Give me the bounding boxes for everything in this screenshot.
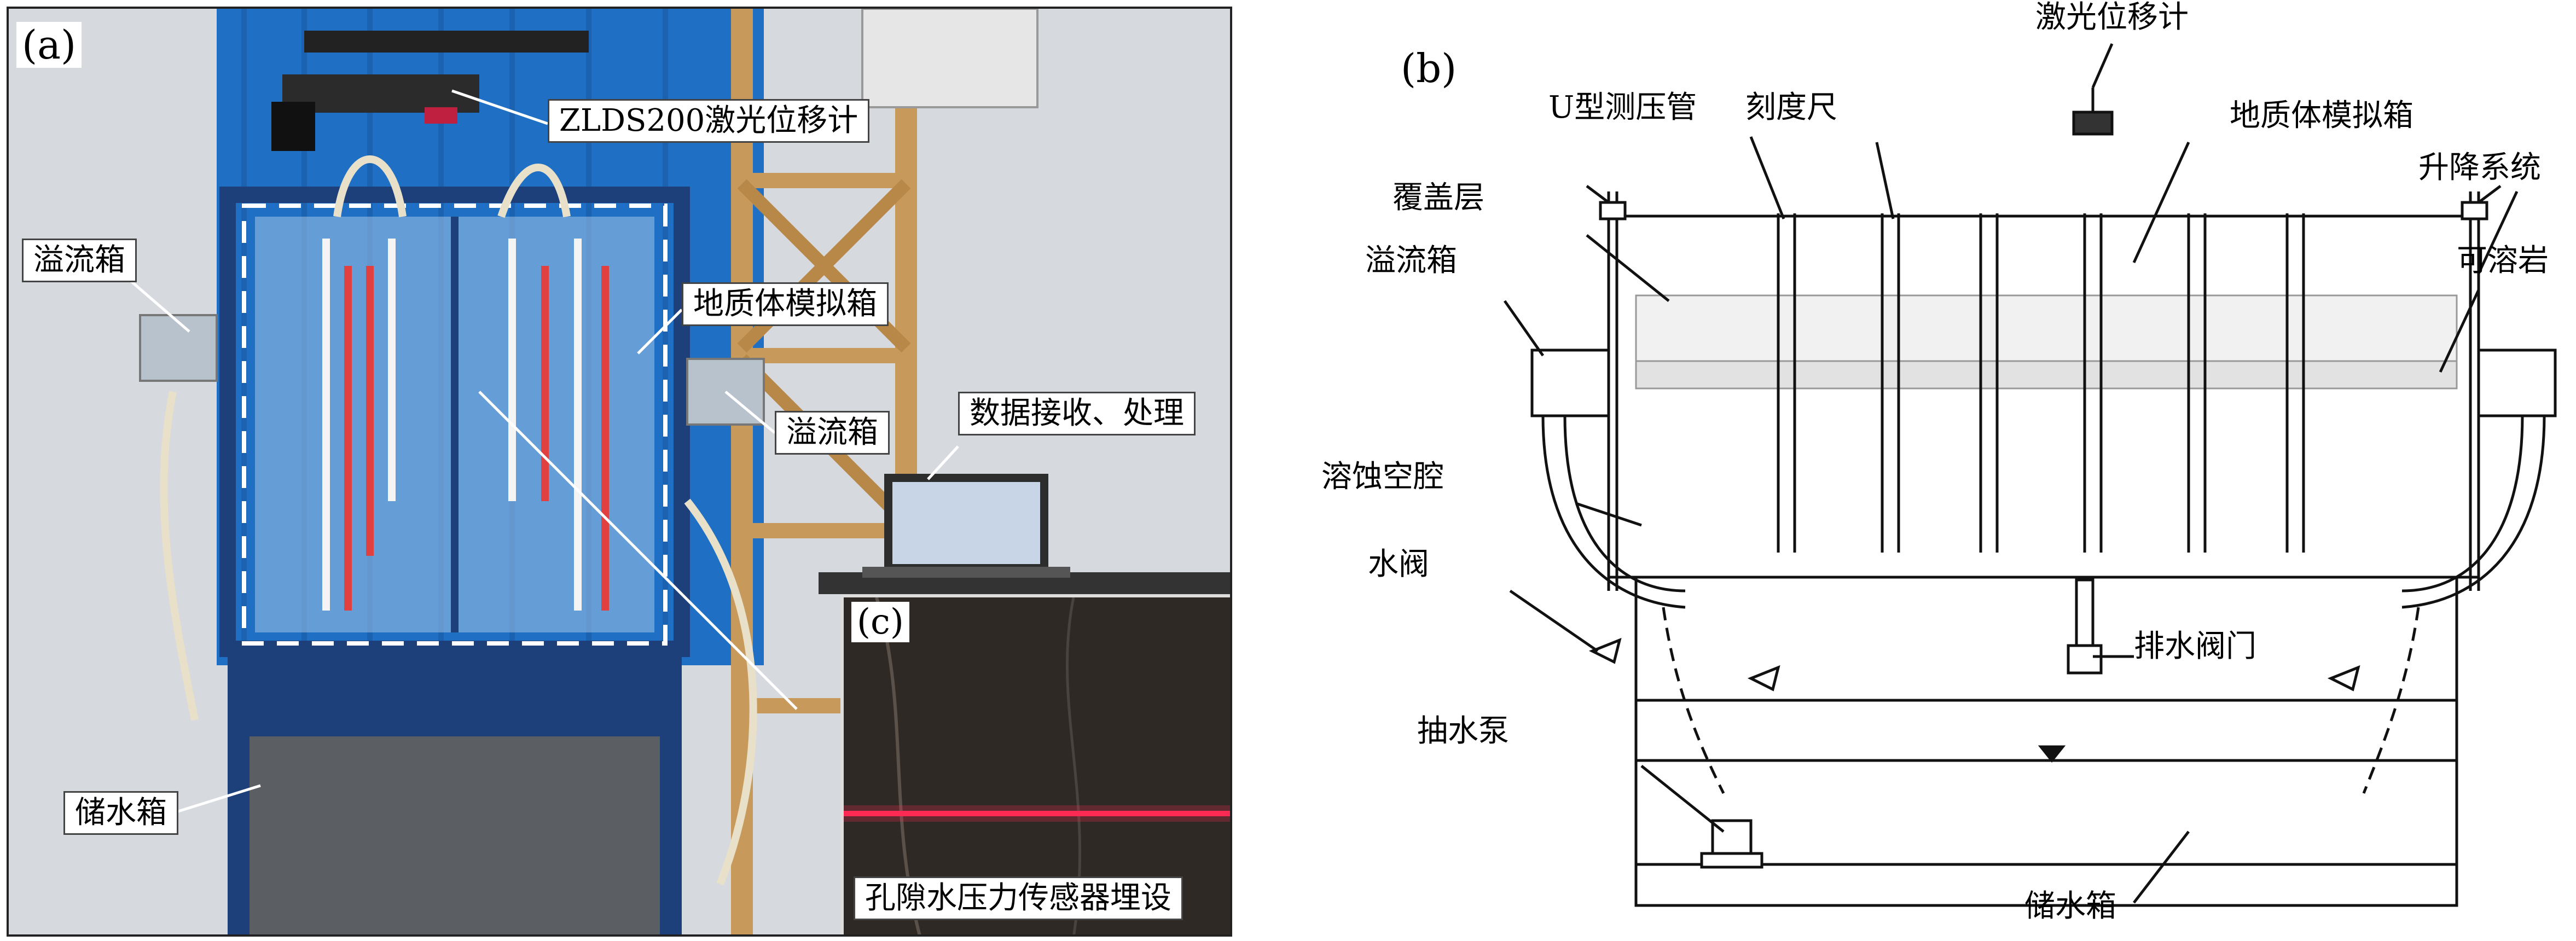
callout-laser: ZLDS200激光位移计 [548, 99, 870, 143]
inset-caption: 孔隙水压力传感器埋设 [854, 876, 1183, 920]
label-cavity: 溶蚀空腔 [1321, 459, 1444, 495]
schematic-panel-b: (b) 激光位移计 U型测压管 刻度尺 地质体模拟箱 覆盖层 升降系统 溢流箱 … [1258, 0, 2576, 939]
geo-simulation-box [1607, 214, 2480, 579]
label-valve: 水阀 [1368, 547, 1429, 582]
label-geo-box: 地质体模拟箱 [2230, 98, 2413, 133]
u-tube-set [1777, 213, 2305, 553]
panel-b-label: (b) [1401, 45, 1457, 91]
label-soluble: 可溶岩 [2457, 243, 2549, 278]
soluble-rock-layer [1635, 360, 2458, 390]
stand-frame [1634, 576, 2458, 907]
reservoir-tank [250, 736, 660, 934]
label-u-tube: U型测压管 [1548, 90, 1697, 125]
u-tubes [322, 239, 609, 611]
label-cover: 覆盖层 [1393, 180, 1484, 216]
overflow-box-right [2477, 348, 2557, 417]
label-scale: 刻度尺 [1745, 90, 1837, 125]
label-pump: 抽水泵 [1417, 713, 1509, 749]
inset-label: (c) [851, 602, 909, 642]
panel-a-label: (a) [16, 22, 82, 68]
callout-geo-box: 地质体模拟箱 [682, 282, 889, 326]
callout-reservoir: 储水箱 [63, 791, 178, 835]
overflow-box-left [1530, 348, 1610, 417]
callout-overflow-right: 溢流箱 [775, 411, 890, 455]
inset-panel-c: (c) 孔隙水压力传感器埋设 [840, 594, 1230, 934]
label-lift: 升降系统 [2418, 150, 2541, 185]
label-drain: 排水阀门 [2134, 629, 2256, 664]
laser-meter [2072, 111, 2114, 136]
schematic-drawing: (b) 激光位移计 U型测压管 刻度尺 地质体模拟箱 覆盖层 升降系统 溢流箱 … [1321, 0, 2557, 924]
cover-layer [1635, 294, 2458, 362]
callout-overflow-left: 溢流箱 [22, 239, 137, 282]
overflow-box-left [139, 314, 218, 382]
callout-data: 数据接收、处理 [958, 392, 1196, 435]
label-overflow: 溢流箱 [1365, 243, 1457, 278]
photo-panel-a: (c) 孔隙水压力传感器埋设 (a) ZLDS200激光位移计 溢流箱 地质体模… [7, 7, 1232, 937]
label-laser: 激光位移计 [2035, 0, 2189, 35]
label-reservoir: 储水箱 [2024, 888, 2116, 924]
laser-frame [304, 31, 589, 53]
geo-box-dashed-outline [242, 204, 668, 646]
laser-line [844, 811, 1230, 816]
